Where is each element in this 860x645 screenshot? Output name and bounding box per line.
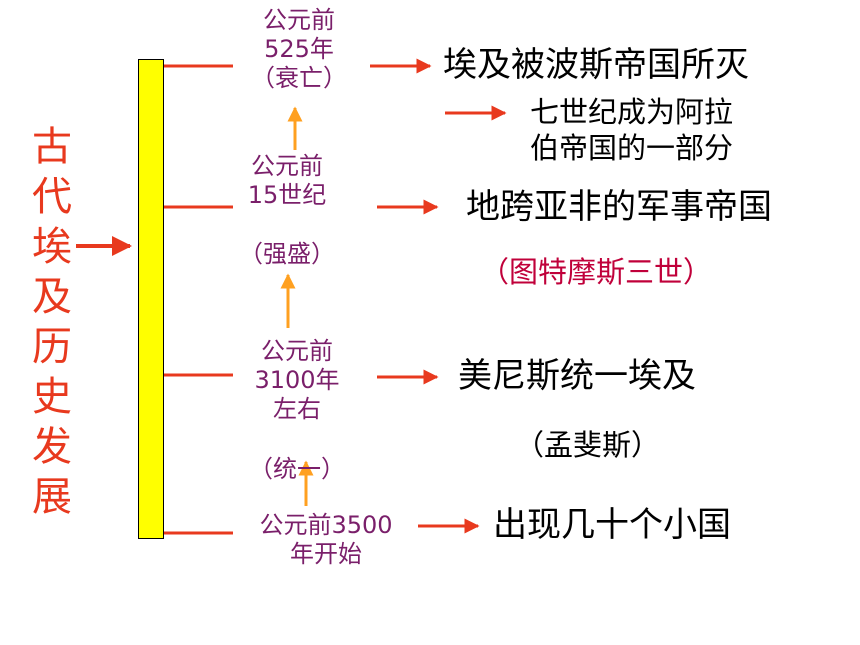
period-line: 公元前 xyxy=(261,337,333,365)
event-arab-empire: 七世纪成为阿拉 伯帝国的一部分 xyxy=(530,94,733,166)
title-char: 展 xyxy=(32,474,72,520)
title-char: 历 xyxy=(32,324,72,370)
title-char: 古 xyxy=(32,124,72,170)
period-3100bc: 公元前 3100年 左右 xyxy=(232,337,362,424)
period-line: 3100年 xyxy=(254,366,340,394)
period-note-strong: （强盛） xyxy=(239,240,335,268)
period-line: 左右 xyxy=(273,395,321,423)
period-line: 年开始 xyxy=(290,540,362,568)
title-char: 史 xyxy=(32,374,72,420)
title-char: 埃 xyxy=(32,224,72,270)
event-persian-conquest: 埃及被波斯帝国所灭 xyxy=(443,45,749,85)
period-line: 公元前3500 xyxy=(259,511,393,539)
period-line: 公元前 xyxy=(251,152,323,180)
period-note-unified: （统一） xyxy=(249,455,345,483)
period-3500bc: 公元前3500 年开始 xyxy=(241,511,411,569)
event-small-states: 出现几十个小国 xyxy=(493,505,731,545)
period-line: 15世纪 xyxy=(247,181,327,209)
title-char: 发 xyxy=(32,424,72,470)
period-525bc: 公元前 525年 （衰亡） xyxy=(234,6,364,93)
title-char: 及 xyxy=(32,274,72,320)
event-line: 伯帝国的一部分 xyxy=(530,131,734,165)
period-15th-century-bc: 公元前 15世纪 xyxy=(222,152,352,210)
period-line: 525年 xyxy=(264,35,334,63)
title-char: 代 xyxy=(32,174,72,220)
event-memphis-note: （孟斐斯） xyxy=(515,428,661,462)
event-line: 七世纪成为阿拉 xyxy=(530,95,734,129)
event-menes-unification: 美尼斯统一埃及 xyxy=(458,356,696,396)
timeline-bar xyxy=(138,59,164,539)
period-line: 公元前 xyxy=(263,6,335,34)
event-military-empire: 地跨亚非的军事帝国 xyxy=(466,187,772,227)
period-line: （衰亡） xyxy=(251,64,347,92)
event-pharaoh-note: （图特摩斯三世） xyxy=(480,255,713,289)
diagram-title: 古 代 埃 及 历 史 发 展 xyxy=(28,122,76,522)
